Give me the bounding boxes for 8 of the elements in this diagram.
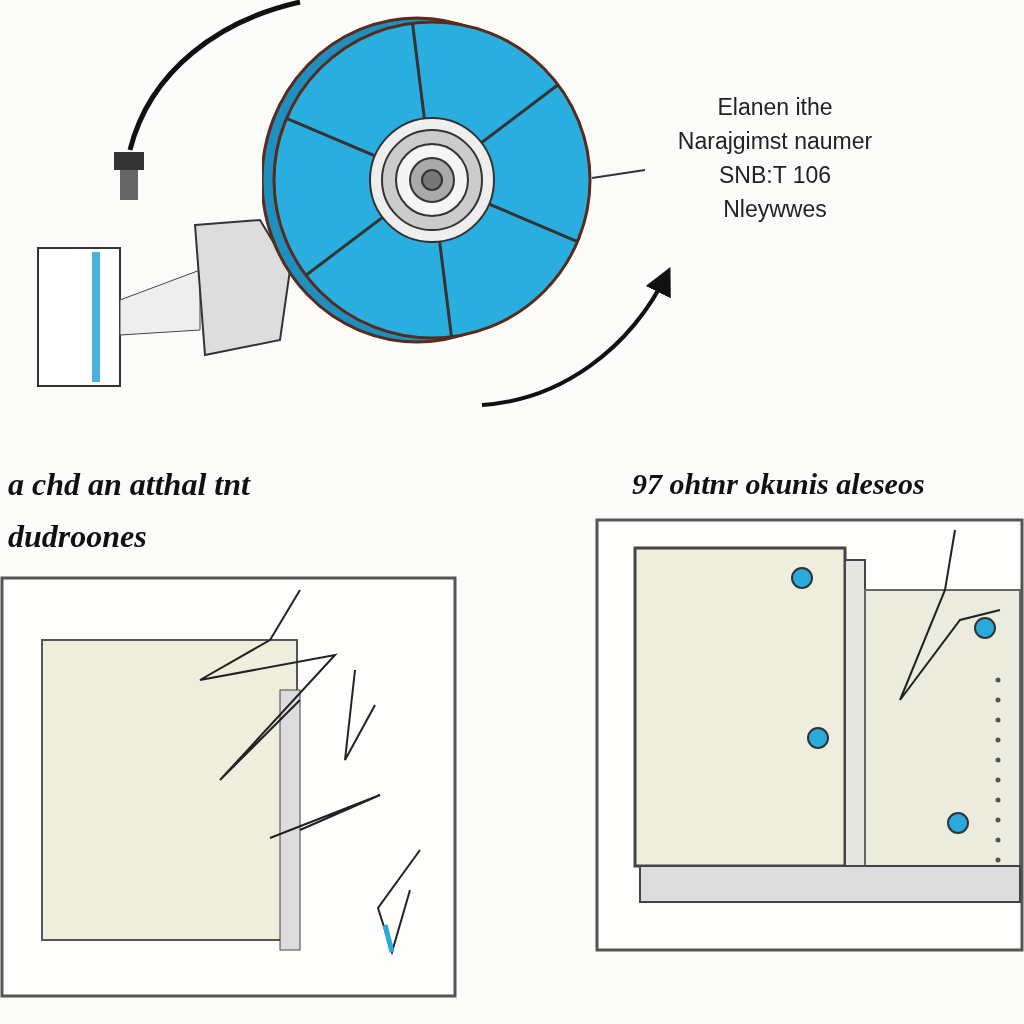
wheel-drawing [262,15,592,345]
panel-heading: a chd an atthal tnt dudroones [8,465,252,556]
spec-text: Narajgimst naumer [676,127,874,156]
leader-line [591,169,646,179]
spec-text: Nleywwes [722,195,828,224]
spec-text: SNB:T 106 [717,161,833,190]
panel-heading: 97 ohtnr okunis aleseos [632,466,926,502]
spec-text: Elanen ithe [716,93,834,122]
